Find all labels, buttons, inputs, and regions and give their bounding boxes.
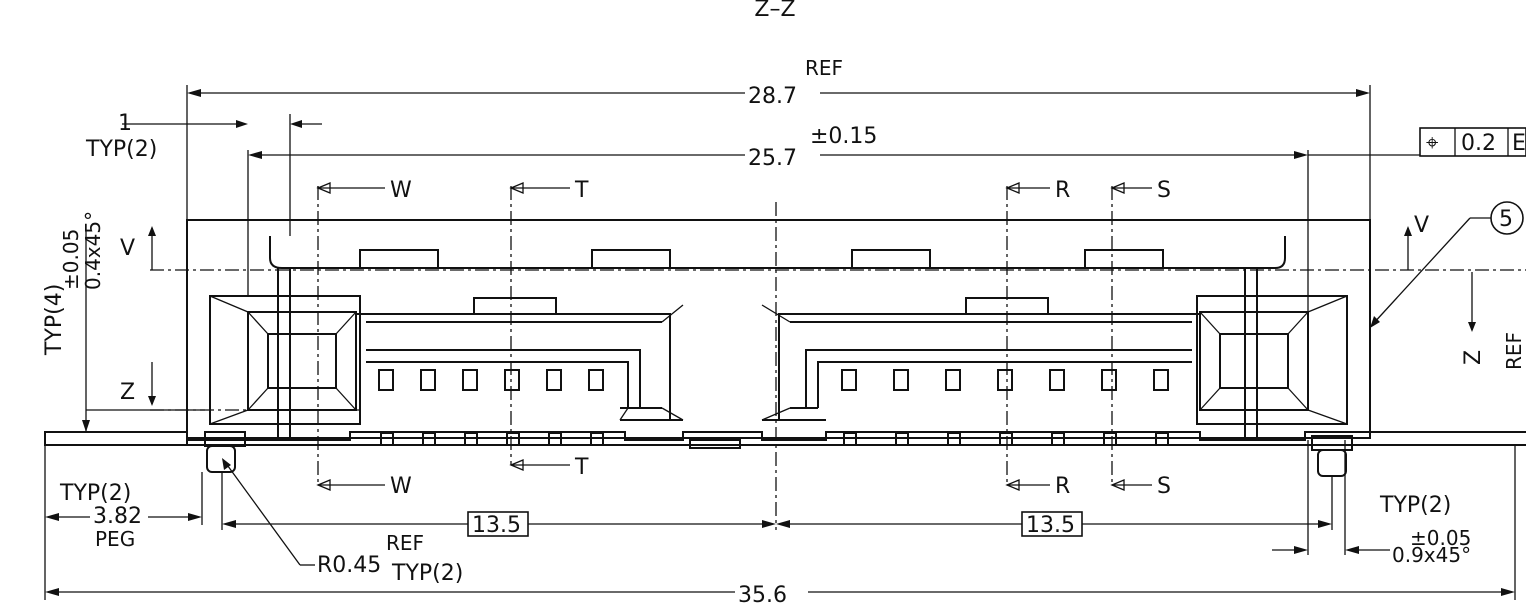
dim-peg-offset: TYP(2) 3.82 PEG <box>44 445 203 600</box>
section-s-bottom: S <box>1157 474 1171 499</box>
dim-r045-ref: REF <box>386 531 424 555</box>
section-s-top: S <box>1157 178 1171 203</box>
balloon-number: 5 <box>1499 207 1513 232</box>
section-r-bottom: R <box>1055 474 1070 499</box>
dim-top-step: 1 TYP(2) <box>85 111 322 236</box>
connector-body <box>186 219 1371 440</box>
right-bay <box>761 295 1348 425</box>
section-v-left: V <box>120 236 135 261</box>
feature-control-frame: ⌖ 0.2 E <box>1308 127 1526 157</box>
balloon-5: 5 <box>1370 201 1524 328</box>
dim-chamfer-right: TYP(2) ±0.05 0.9x45° <box>1272 440 1471 567</box>
section-r-top: R <box>1055 178 1070 203</box>
view-label: Z–Z <box>754 0 795 22</box>
fcf-tolerance: 0.2 <box>1461 131 1496 156</box>
dim-chamfer-right-tol: ±0.05 <box>1410 526 1471 550</box>
fcf-datum: E <box>1512 131 1526 156</box>
section-t-bottom: T <box>574 455 589 480</box>
dim-3-82: 3.82 <box>93 504 142 529</box>
dim-chamfer-left-value: 0.4x45° <box>81 211 105 290</box>
section-w-bottom: W <box>390 474 412 499</box>
dim-chamfer-right-typ: TYP(2) <box>1379 493 1451 518</box>
dim-25-7-tol: ±0.15 <box>810 124 877 149</box>
right-ref: REF <box>1502 332 1526 370</box>
section-v-right: V <box>1414 213 1429 238</box>
dim-1-typ: TYP(2) <box>85 137 157 162</box>
dim-28-7: 28.7 <box>748 84 797 109</box>
left-bay <box>209 295 684 425</box>
dim-r045: R0.45 <box>317 553 381 578</box>
dim-13-5-left: 13.5 <box>472 513 521 538</box>
dim-25-7: 25.7 <box>748 146 797 171</box>
section-z-left: Z <box>120 380 135 405</box>
dim-35-6: 35.6 <box>738 583 787 608</box>
dim-chamfer-left-tol: ±0.05 <box>59 229 83 290</box>
dim-chamfer-left: TYP(4) ±0.05 0.4x45° <box>42 211 205 432</box>
dim-13-5-right: 13.5 <box>1026 513 1075 538</box>
dim-chamfer-right-value: 0.9x45° <box>1392 543 1471 567</box>
dim-pitch-span: 25.7 ±0.15 <box>247 124 1309 312</box>
section-w-top: W <box>390 178 412 203</box>
dim-chamfer-left-note: TYP(4) <box>42 284 67 356</box>
section-markers: W W T T R R S S V Z V Z <box>120 178 1486 499</box>
section-t-top: T <box>574 178 589 203</box>
dim-28-7-ref: REF <box>805 56 843 80</box>
dim-peg-typ: TYP(2) <box>59 481 131 506</box>
dim-overall-ref: 28.7 REF <box>186 56 1371 220</box>
dim-half-spans: 13.5 13.5 <box>221 472 1333 538</box>
dim-1: 1 <box>118 111 132 136</box>
dim-r045-typ: TYP(2) <box>391 561 463 586</box>
dim-radius: R0.45 REF TYP(2) <box>222 458 463 586</box>
section-z-right: Z <box>1461 350 1486 365</box>
contacts-upper <box>378 369 1169 391</box>
dim-overall-bottom: 35.6 <box>45 445 1516 608</box>
position-symbol: ⌖ <box>1426 131 1438 156</box>
base-board <box>44 431 1526 477</box>
dim-peg-label: PEG <box>95 527 135 551</box>
